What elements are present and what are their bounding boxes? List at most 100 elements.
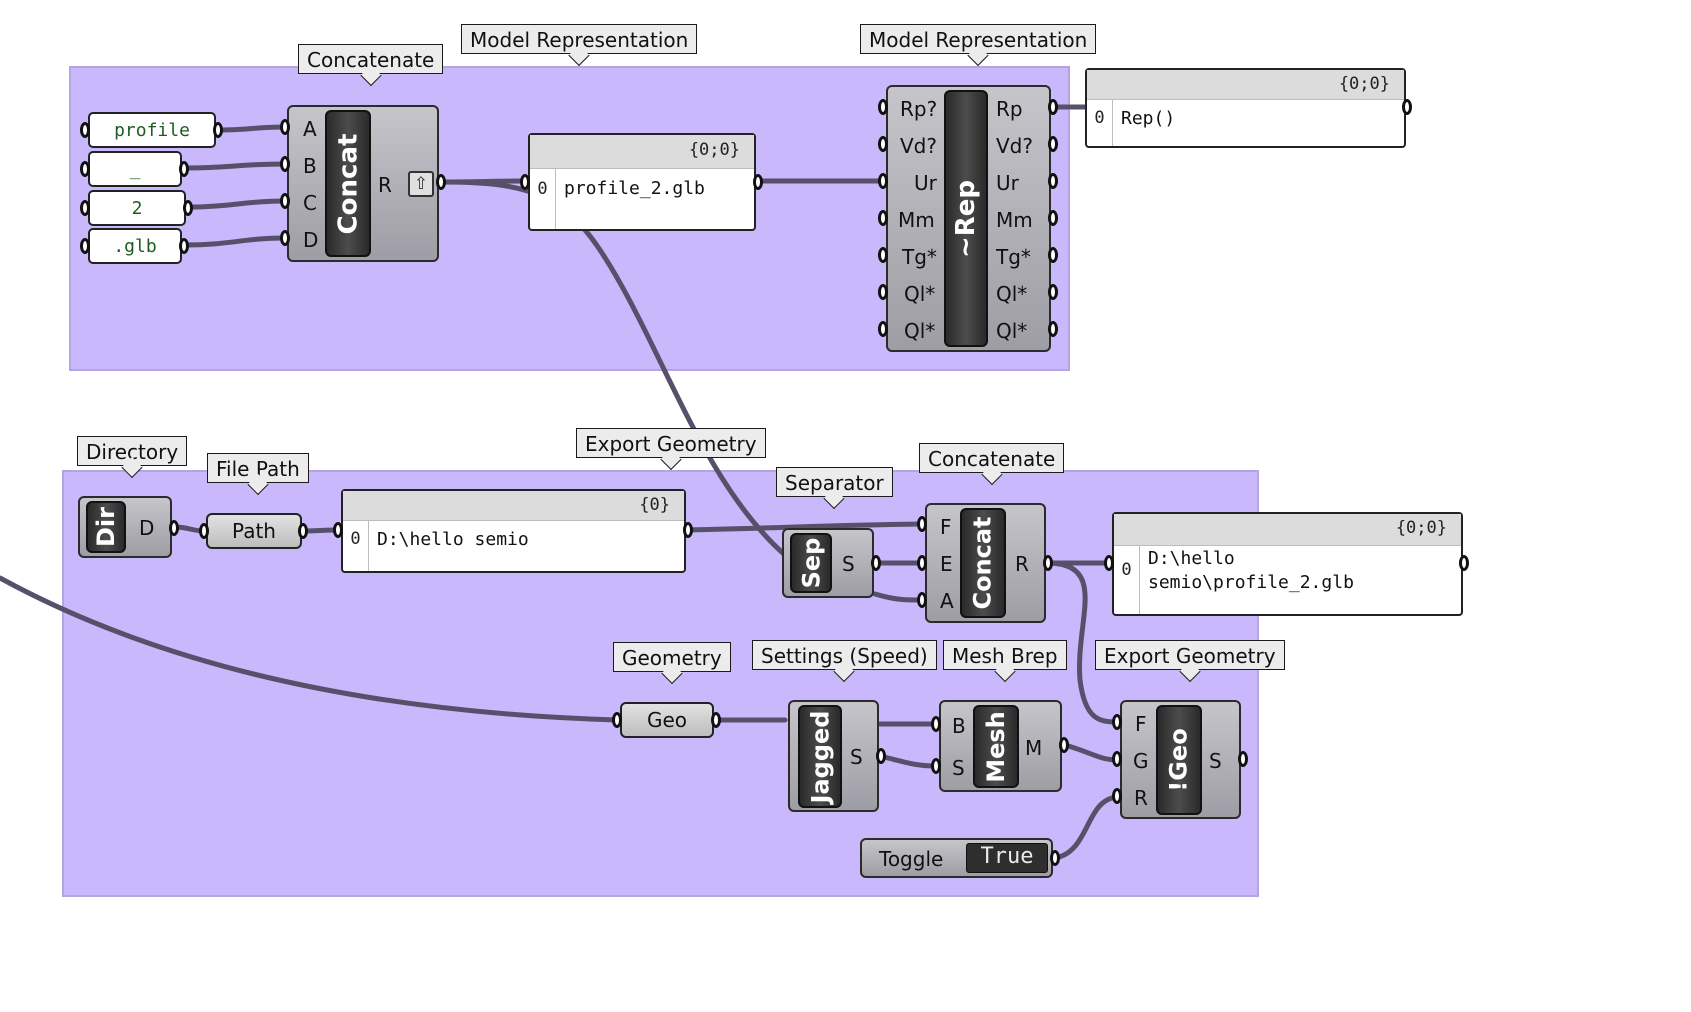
rep-in-dot-2[interactable] — [878, 173, 888, 189]
concat-top-input-a: A — [303, 117, 317, 141]
arrow-up-icon[interactable]: ⇧ — [408, 171, 434, 197]
panel-file-path-input[interactable] — [1104, 555, 1114, 571]
rep-in-dot-4[interactable] — [878, 247, 888, 263]
concat-bottom-dot-e[interactable] — [917, 555, 927, 571]
concat-bottom-dot-f[interactable] — [917, 516, 927, 532]
rep-out-dot-2[interactable] — [1048, 173, 1058, 189]
text-param-glb-input[interactable] — [80, 238, 90, 254]
dir-nickname: Dir — [86, 501, 126, 553]
panel-profile-index: 0 — [530, 169, 556, 229]
text-param-underscore-output[interactable] — [179, 161, 189, 177]
concat-top-input-d: D — [303, 228, 319, 252]
concat-top-dot-r[interactable] — [436, 174, 446, 190]
wire-toggle-export-r — [1052, 794, 1120, 861]
concat-bottom-dot-a[interactable] — [917, 592, 927, 608]
label-directory: Directory — [77, 436, 188, 466]
export-dot-r[interactable] — [1112, 788, 1122, 804]
jagged-nickname: Jagged — [798, 705, 842, 808]
wire-concat-sep — [437, 179, 788, 558]
text-param-2[interactable]: 2 — [88, 190, 186, 226]
concat-top-dot-c[interactable] — [280, 193, 290, 209]
panel-file-path-output[interactable] — [1459, 555, 1469, 571]
sep-out-dot[interactable] — [871, 555, 881, 571]
text-param-glb-output[interactable] — [179, 238, 189, 254]
export-dot-s[interactable] — [1238, 751, 1248, 767]
rep-out-dot-0[interactable] — [1048, 99, 1058, 115]
panel-directory-output[interactable] — [683, 522, 693, 538]
rep-output-6: Ql* — [996, 319, 1028, 343]
label-export-geometry-1: Export Geometry — [576, 428, 766, 458]
concat-component-top[interactable]: A B C D Concat R ⇧ — [287, 105, 439, 262]
text-param-underscore[interactable]: _ — [88, 151, 182, 187]
concat-top-input-b: B — [303, 154, 317, 178]
concat-bottom-input-a: A — [940, 589, 954, 613]
mesh-input-s: S — [952, 756, 965, 780]
text-param-profile-output[interactable] — [213, 122, 223, 138]
mesh-component[interactable]: B S Mesh M — [939, 700, 1062, 792]
concat-component-bottom[interactable]: F E A Concat R — [925, 503, 1046, 623]
rep-output-4: Tg* — [996, 245, 1031, 269]
concat-bottom-dot-r[interactable] — [1043, 555, 1053, 571]
label-file-path: File Path — [207, 453, 309, 483]
mesh-dot-m[interactable] — [1059, 737, 1069, 753]
rep-out-dot-3[interactable] — [1048, 210, 1058, 226]
jagged-out-dot[interactable] — [876, 748, 886, 764]
toggle-component[interactable]: Toggle True — [860, 838, 1053, 878]
geo-out-dot[interactable] — [711, 712, 721, 728]
panel-file-path[interactable]: {0;0} 0 D:\hello semio\profile_2.glb — [1112, 512, 1463, 616]
dir-out-dot[interactable] — [169, 520, 179, 536]
path-out-dot[interactable] — [298, 523, 308, 539]
rep-in-dot-1[interactable] — [878, 136, 888, 152]
concat-top-dot-b[interactable] — [280, 156, 290, 172]
text-param-2-output[interactable] — [183, 200, 193, 216]
concat-top-dot-d[interactable] — [280, 230, 290, 246]
rep-in-dot-5[interactable] — [878, 284, 888, 300]
export-dot-g[interactable] — [1112, 751, 1122, 767]
toggle-out-dot[interactable] — [1050, 850, 1060, 866]
rep-out-dot-5[interactable] — [1048, 284, 1058, 300]
rep-out-dot-1[interactable] — [1048, 136, 1058, 152]
label-model-representation-1: Model Representation — [461, 24, 698, 54]
rep-input-3: Mm — [898, 208, 935, 232]
concat-bottom-nickname: Concat — [960, 508, 1006, 618]
rep-out-dot-4[interactable] — [1048, 247, 1058, 263]
rep-in-dot-0[interactable] — [878, 99, 888, 115]
path-in-dot[interactable] — [199, 523, 209, 539]
jagged-component[interactable]: Jagged S — [788, 700, 879, 812]
export-dot-f[interactable] — [1112, 714, 1122, 730]
dir-component[interactable]: Dir D — [78, 496, 172, 558]
toggle-value[interactable]: True — [966, 843, 1048, 873]
panel-rep-value: Rep() — [1121, 108, 1176, 129]
text-param-2-input[interactable] — [80, 200, 90, 216]
panel-rep-output[interactable] — [1402, 99, 1412, 115]
rep-in-dot-6[interactable] — [878, 321, 888, 337]
panel-profile-output[interactable] — [753, 174, 763, 190]
sep-output-s: S — [842, 552, 855, 576]
geo-in-dot[interactable] — [612, 712, 622, 728]
rep-out-dot-6[interactable] — [1048, 321, 1058, 337]
panel-directory-input[interactable] — [333, 522, 343, 538]
text-param-underscore-input[interactable] — [80, 161, 90, 177]
path-param[interactable]: Path — [206, 513, 302, 549]
panel-profile[interactable]: {0;0} 0 profile_2.glb — [528, 133, 756, 231]
concat-top-output-r: R — [378, 173, 392, 197]
panel-profile-input[interactable] — [520, 174, 530, 190]
text-param-profile-input[interactable] — [80, 122, 90, 138]
panel-directory[interactable]: {0} 0 D:\hello semio — [341, 489, 686, 573]
concat-bottom-output-r: R — [1015, 552, 1029, 576]
concat-top-dot-a[interactable] — [280, 119, 290, 135]
mesh-nickname: Mesh — [973, 705, 1019, 788]
rep-in-dot-3[interactable] — [878, 210, 888, 226]
mesh-dot-s[interactable] — [931, 758, 941, 774]
text-param-profile[interactable]: profile — [88, 112, 216, 148]
mesh-dot-b[interactable] — [931, 716, 941, 732]
text-param-glb[interactable]: .glb — [88, 228, 182, 264]
label-settings-speed: Settings (Speed) — [752, 640, 937, 670]
geo-param[interactable]: Geo — [620, 702, 714, 738]
rep-component[interactable]: Rp? Vd? Ur Mm Tg* Ql* Ql* ~Rep Rp Vd? Ur… — [886, 85, 1051, 352]
panel-rep[interactable]: {0;0} 0 Rep() — [1085, 68, 1406, 148]
wire-2-c — [187, 198, 287, 210]
export-geometry-component[interactable]: F G R !Geo S — [1120, 700, 1241, 819]
sep-component[interactable]: Sep S — [782, 528, 874, 598]
